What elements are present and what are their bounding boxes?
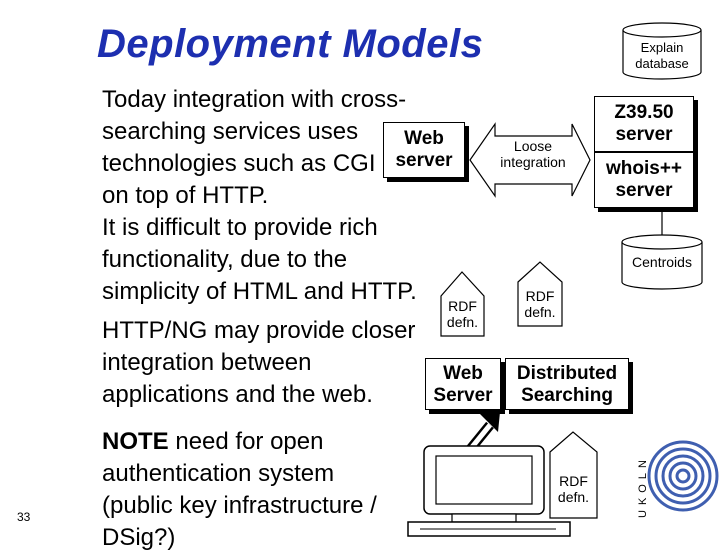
z3950-server-box: Z39.50 server (594, 96, 694, 152)
rdf-right-tag (517, 261, 563, 327)
rdf-bottom-tag (549, 431, 598, 519)
intro-paragraph: Today integration with cross- searching … (102, 84, 417, 308)
text-line: on top of HTTP. (102, 182, 269, 209)
httpng-paragraph: HTTP/NG may provide closer integration b… (102, 315, 415, 411)
text-line: simplicity of HTML and HTTP. (102, 278, 417, 305)
text-line: HTTP/NG may provide closer (102, 317, 416, 344)
web-server-bottom-box: Web Server (425, 358, 501, 410)
box-label: Searching (521, 385, 613, 406)
computer-icon (407, 445, 571, 537)
box-label: server (395, 150, 453, 171)
explain-database-label: Explain database (623, 40, 701, 72)
label-line: defn. (524, 304, 556, 320)
text-line: searching services uses (102, 118, 359, 145)
note-paragraph: NOTE need for open authentication system… (102, 426, 377, 554)
text-line: DSig?) (102, 524, 176, 551)
label-line: RDF (525, 288, 555, 304)
box-label: Web (404, 128, 444, 149)
slide-title: Deployment Models (97, 22, 484, 66)
label-line: defn. (557, 489, 590, 505)
centroids-label: Centroids (632, 254, 692, 270)
note-first-line: NOTE need for open (102, 426, 377, 458)
box-label: Z39.50 (614, 102, 674, 123)
text-line: (public key infrastructure / (102, 492, 377, 519)
text-line: applications and the web. (102, 381, 373, 408)
slide-number: 33 (17, 510, 31, 524)
note-label: NOTE (102, 428, 169, 455)
loose-integration-label: Loose integration (492, 138, 574, 170)
label-line: integration (500, 154, 566, 170)
ukoln-logo-text: UKOLN (637, 455, 649, 518)
web-server-box: Web server (383, 122, 465, 178)
text-line: technologies such as CGI (102, 150, 376, 177)
label-line: RDF (559, 473, 588, 489)
rdf-right-label: RDF defn. (518, 288, 562, 320)
text-line: integration between (102, 349, 312, 376)
label-line: defn. (446, 314, 479, 330)
box-label: whois++ (605, 158, 683, 179)
text-line: need for open (168, 428, 324, 455)
rdf-left-tag (440, 271, 485, 337)
box-label: Server (433, 385, 493, 406)
box-label: server (615, 180, 673, 201)
box-label: Web (443, 363, 483, 384)
label-line: Explain (640, 40, 684, 55)
loose-integration-arrow (469, 122, 591, 198)
box-label: server (615, 124, 673, 145)
text-line: authentication system (102, 460, 335, 487)
deployment-diagram: UKOLN (407, 22, 719, 537)
label-line: Loose (513, 138, 553, 154)
box-label: Distributed (516, 363, 618, 384)
label-line: RDF (448, 298, 477, 314)
text-line: Today integration with cross- (102, 86, 407, 113)
label-line: database (635, 56, 689, 71)
explain-database-cylinder (622, 22, 702, 80)
rdf-left-label: RDF defn. (441, 298, 484, 330)
text-line: functionality, due to the (102, 246, 348, 273)
whois-server-box: whois++ server (594, 152, 694, 208)
rdf-bottom-label: RDF defn. (550, 473, 597, 505)
text-line: It is difficult to provide rich (102, 214, 378, 241)
distributed-searching-box: Distributed Searching (505, 358, 629, 410)
ukoln-logo-icon (647, 440, 719, 512)
